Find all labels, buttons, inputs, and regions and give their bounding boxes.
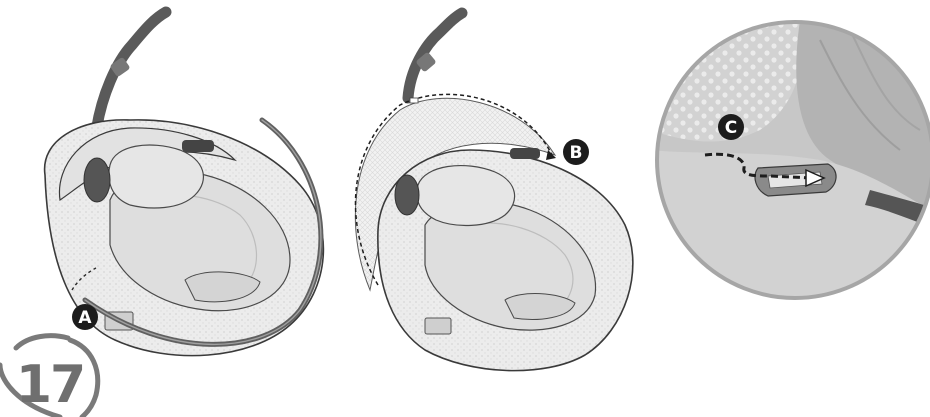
carry-handle-middle: [408, 13, 462, 98]
head-pillow-left: [109, 145, 204, 208]
step-number: 17: [16, 355, 84, 415]
control-pod-left: [182, 140, 214, 152]
head-pillow-middle: [417, 166, 515, 226]
callout-c-letter: C: [725, 118, 737, 138]
toy-pod-middle: [395, 175, 419, 215]
callout-a-letter: A: [78, 308, 92, 328]
callout-a: A: [72, 304, 98, 330]
base-clip-middle: [425, 318, 451, 334]
toy-pod-left: [84, 158, 110, 202]
callout-b-letter: B: [570, 143, 583, 163]
control-pod-middle: [510, 148, 540, 159]
callout-c: C: [718, 114, 744, 140]
seat-illustration-middle: [355, 13, 633, 371]
callout-b: B: [563, 139, 589, 165]
detail-circle: [650, 20, 930, 300]
step-badge: 17: [0, 336, 98, 417]
